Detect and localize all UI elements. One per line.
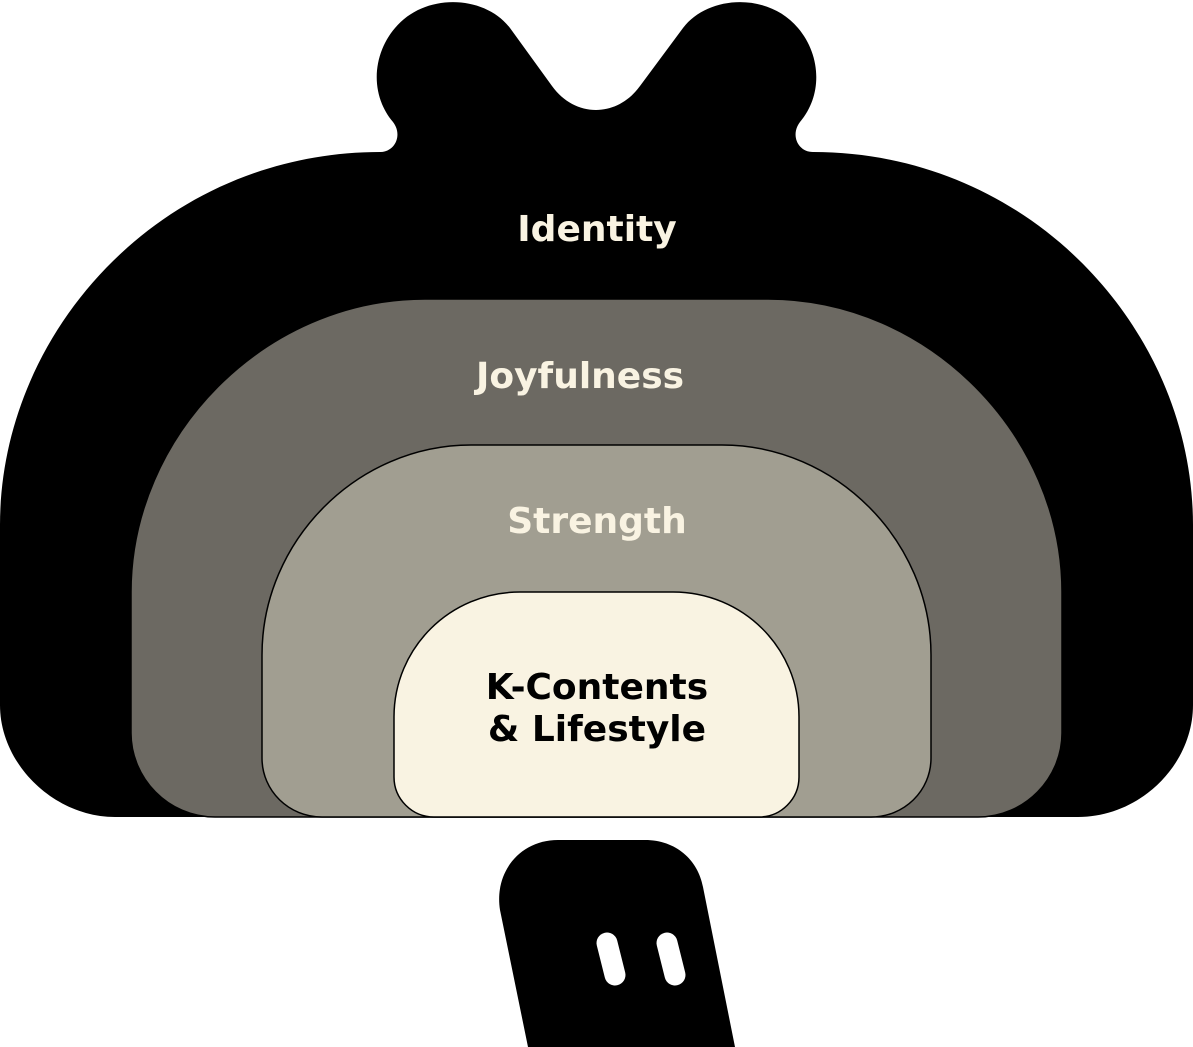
label-identity: Identity — [517, 209, 676, 250]
left-eye — [596, 932, 626, 986]
label-joyfulness: Joyfulness — [473, 356, 684, 397]
right-eye — [656, 932, 686, 986]
label-lifestyle: & Lifestyle — [488, 709, 706, 750]
layer-core-k-contents — [393, 591, 800, 818]
label-k-contents: K-Contents — [486, 667, 708, 708]
label-strength: Strength — [507, 501, 687, 542]
